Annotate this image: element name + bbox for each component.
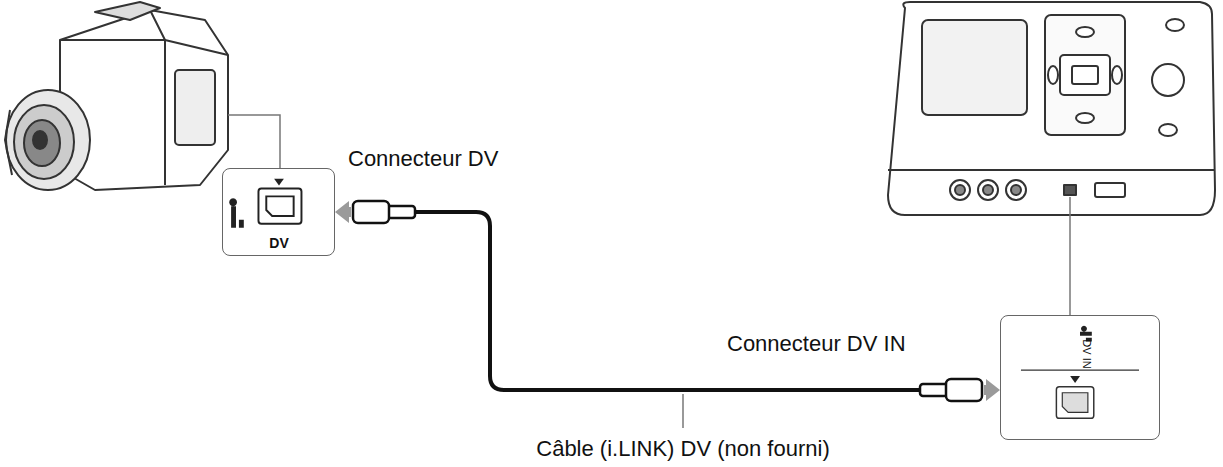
callout-label: Connecteur DV IN: [725, 331, 908, 357]
camcorder: [5, 2, 228, 190]
port-name: DV IN: [1081, 339, 1093, 368]
cable-line: [395, 212, 940, 390]
dv-cable: [335, 201, 1000, 401]
port-name: DV: [269, 235, 288, 251]
dvd-writer: [888, 2, 1215, 215]
leader-line: [682, 394, 684, 428]
leader-line: [1069, 197, 1071, 315]
connector-inset: DV: [222, 168, 335, 256]
port-icon: [1001, 316, 1159, 439]
plug-body: [946, 379, 982, 401]
plug-neck: [920, 384, 948, 396]
leader-line: [228, 115, 280, 168]
arrowhead: [984, 379, 1000, 401]
callout-label: Câble (i.LINK) DV (non fourni): [534, 436, 831, 462]
arrowhead: [335, 201, 351, 223]
plug-neck: [387, 206, 415, 218]
callout-label: Connecteur DV: [346, 146, 500, 172]
connector-inset: DV IN: [1000, 315, 1160, 440]
plug-body: [353, 201, 389, 223]
